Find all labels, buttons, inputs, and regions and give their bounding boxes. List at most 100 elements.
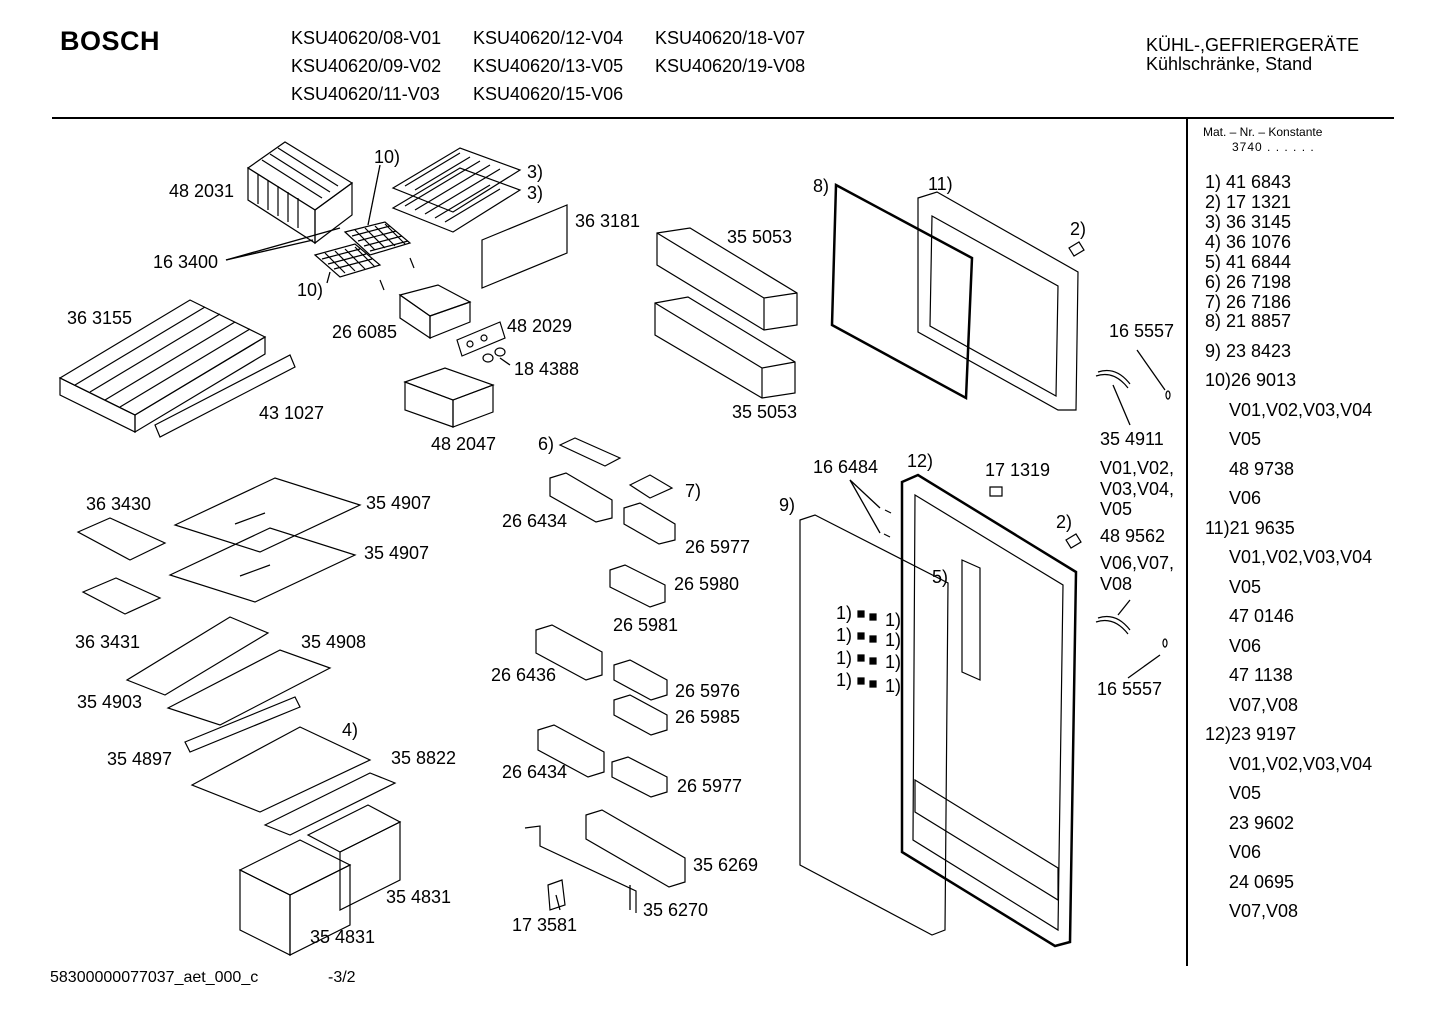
part-label: 1) bbox=[836, 648, 853, 668]
model-number: KSU40620/11-V03 bbox=[291, 84, 440, 104]
clip-drawing bbox=[548, 880, 565, 910]
legend-header-code: 3740 . . . . . . bbox=[1203, 140, 1322, 155]
legend-entry: 2) 17 1321 bbox=[1205, 192, 1292, 212]
legend-entry: 5) 41 6844 bbox=[1205, 252, 1292, 272]
part-label: 1) bbox=[885, 652, 902, 672]
door-shelf-drawing bbox=[536, 473, 685, 887]
model-number: KSU40620/12-V04 bbox=[473, 28, 624, 48]
legend-entry: V07,V08 bbox=[1229, 695, 1299, 715]
part-label: 16 3400 bbox=[153, 252, 219, 272]
part-label: 26 5981 bbox=[613, 615, 679, 635]
part-label: 16 5557 bbox=[1109, 321, 1175, 341]
part-label: 5) bbox=[932, 567, 949, 587]
legend-entry: 1) 41 6843 bbox=[1205, 172, 1292, 192]
legend-entry: 4) 36 1076 bbox=[1205, 232, 1292, 252]
part-label: 48 9562 bbox=[1100, 526, 1166, 546]
part-label: 35 6270 bbox=[643, 900, 709, 920]
part-label: 43 1027 bbox=[259, 403, 325, 423]
part-label: 35 4897 bbox=[107, 749, 173, 769]
legend-entry: V01,V02,V03,V04 bbox=[1229, 754, 1373, 774]
model-number: KSU40620/18-V07 bbox=[655, 28, 806, 48]
legend-dots: . . . . . . bbox=[1267, 140, 1315, 154]
part-label: 9) bbox=[779, 495, 796, 515]
part-label: 35 4903 bbox=[77, 692, 143, 712]
legend-entry: 8) 21 8857 bbox=[1205, 311, 1292, 331]
strip-drawing bbox=[185, 697, 300, 752]
legend-entry: V07,V08 bbox=[1229, 901, 1299, 921]
handle-drawing bbox=[1096, 617, 1130, 635]
part-label: 26 5976 bbox=[675, 681, 741, 701]
legend-entry: 3) 36 3145 bbox=[1205, 212, 1292, 232]
fridge-door-gasket-drawing bbox=[800, 515, 948, 935]
model-number: KSU40620/08-V01 bbox=[291, 28, 442, 48]
fridge-door-drawing bbox=[902, 475, 1076, 946]
tray-holder-drawing bbox=[400, 285, 470, 338]
part-label: V05 bbox=[1100, 499, 1133, 519]
part-label: V03,V04, bbox=[1100, 479, 1175, 499]
part-label: V08 bbox=[1100, 574, 1133, 594]
part-label: 1) bbox=[836, 670, 853, 690]
part-label: 8) bbox=[813, 176, 830, 196]
part-label: 2) bbox=[1070, 219, 1087, 239]
part-label: 18 4388 bbox=[514, 359, 580, 379]
legend-entry: 23 9602 bbox=[1229, 813, 1295, 833]
part-label: 26 6436 bbox=[491, 665, 557, 685]
part-label: 16 5557 bbox=[1097, 679, 1163, 699]
part-label: 36 3430 bbox=[86, 494, 152, 514]
part-label: 1) bbox=[885, 676, 902, 696]
page-number: -3/2 bbox=[328, 969, 356, 986]
rail-drawing bbox=[525, 826, 636, 913]
hinge-drawing bbox=[1066, 534, 1081, 548]
part-label: 17 3581 bbox=[512, 915, 578, 935]
category-title: KÜHL-,GEFRIERGERÄTE bbox=[1146, 35, 1360, 55]
legend-entry: V06 bbox=[1229, 488, 1262, 508]
part-label: 36 3155 bbox=[67, 308, 133, 328]
freezer-grate-drawing bbox=[393, 148, 520, 232]
ice-tray-drawing bbox=[315, 222, 414, 290]
exploded-parts-drawing bbox=[0, 0, 1180, 970]
part-label: 35 4911 bbox=[1100, 429, 1164, 449]
legend-entry: V06 bbox=[1229, 842, 1262, 862]
legend-entry: V01,V02,V03,V04 bbox=[1229, 400, 1373, 420]
part-label: 26 6434 bbox=[502, 511, 568, 531]
part-label: 1) bbox=[885, 630, 902, 650]
part-label: 10) bbox=[297, 280, 324, 300]
document-id: 58300000077037_aet_000_c bbox=[50, 969, 259, 986]
part-label: 36 3181 bbox=[575, 211, 641, 231]
part-label: 7) bbox=[685, 481, 702, 501]
part-label: 35 4907 bbox=[366, 493, 432, 513]
legend-entry: V01,V02,V03,V04 bbox=[1229, 547, 1373, 567]
cap-drawing bbox=[990, 487, 1002, 496]
part-label: 10) bbox=[374, 147, 401, 167]
glass-shelf-drawing bbox=[168, 650, 330, 725]
part-label: 36 3431 bbox=[75, 632, 141, 652]
legend-entry: V05 bbox=[1229, 577, 1262, 597]
part-label: 1) bbox=[836, 625, 853, 645]
part-label: 35 5053 bbox=[732, 402, 798, 422]
part-label: 11) bbox=[928, 174, 953, 194]
leader-lines bbox=[226, 165, 1165, 910]
part-label: 3) bbox=[527, 183, 544, 203]
part-label: 6) bbox=[538, 434, 555, 454]
legend-divider bbox=[1186, 118, 1188, 966]
strip-drawing bbox=[155, 355, 295, 437]
door-bin-drawing bbox=[655, 228, 797, 398]
part-label: 4) bbox=[342, 720, 359, 740]
legend-header-title: Mat. – Nr. – Konstante bbox=[1203, 125, 1323, 139]
part-label: 17 1319 bbox=[985, 460, 1051, 480]
part-label: 35 4907 bbox=[364, 543, 430, 563]
shelf-frame-drawing bbox=[127, 617, 268, 695]
model-number: KSU40620/19-V08 bbox=[655, 56, 806, 76]
legend-entry: 48 9738 bbox=[1229, 459, 1295, 479]
legend-code: 3740 bbox=[1232, 140, 1263, 154]
screw-drawing bbox=[884, 510, 891, 537]
part-label: 35 5053 bbox=[727, 227, 793, 247]
model-number: KSU40620/09-V02 bbox=[291, 56, 442, 76]
part-label: 26 5980 bbox=[674, 574, 740, 594]
part-label: 48 2031 bbox=[169, 181, 235, 201]
part-label: 2) bbox=[1056, 512, 1073, 532]
part-label: 3) bbox=[527, 162, 544, 182]
legend-entry: 12)23 9197 bbox=[1205, 724, 1297, 744]
crisper-drawer-drawing bbox=[240, 805, 400, 955]
panel-drawing bbox=[482, 205, 567, 288]
